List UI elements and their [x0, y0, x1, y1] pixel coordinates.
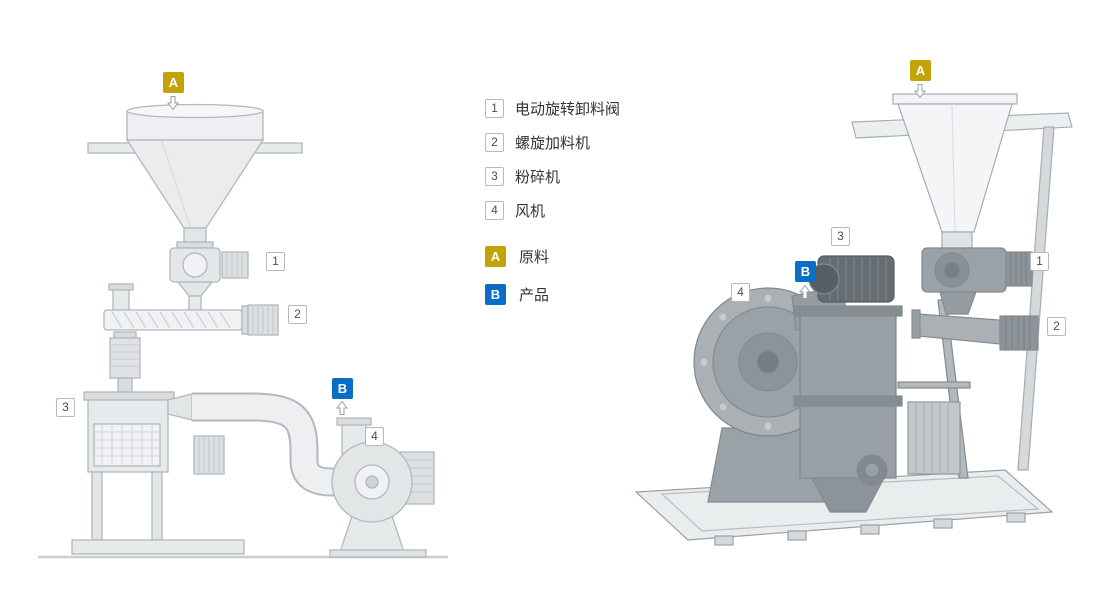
right-machine-drawing [634, 93, 1073, 546]
marker-1-left: 1 [266, 252, 285, 271]
mill-3d [791, 255, 971, 513]
legend-num-badge: 2 [485, 133, 504, 152]
flow-arrow-down-icon [166, 96, 180, 111]
product-badge: B [485, 284, 506, 305]
legend-item: 2 螺旋加料机 [485, 133, 620, 152]
rotary-valve [169, 247, 249, 311]
hopper [87, 103, 303, 249]
marker-3-right: 3 [831, 227, 850, 246]
left-machine-drawing [38, 103, 448, 559]
marker-3-left: 3 [56, 398, 75, 417]
marker-2-right: 2 [1047, 317, 1066, 336]
legend-flow-item: B 产品 [485, 284, 620, 305]
legend-flows: A 原料 B 产品 [485, 246, 620, 305]
marker-4-left: 4 [365, 427, 384, 446]
legend-flow-label: 原料 [519, 249, 550, 266]
marker-4-right: 4 [731, 283, 750, 302]
legend-item-label: 电动旋转卸料阀 [515, 101, 621, 118]
raw-material-badge: A [485, 246, 506, 267]
marker-b-left: B [332, 378, 353, 399]
rotary-valve-3d [921, 247, 1033, 293]
legend-item: 3 粉碎机 [485, 167, 620, 186]
marker-a-left: A [163, 72, 184, 93]
flow-arrow-down-icon [913, 84, 927, 99]
legend-item: 1 电动旋转卸料阀 [485, 99, 620, 118]
flow-arrow-up-icon [798, 284, 812, 299]
fan-blower [329, 417, 435, 558]
marker-a-right: A [910, 60, 931, 81]
product-pipe [192, 392, 342, 497]
screw-feeder-3d [911, 291, 1039, 351]
marker-1-right: 1 [1030, 252, 1049, 271]
marker-b-right: B [795, 261, 816, 282]
legend-num-badge: 3 [485, 167, 504, 186]
legend-flow-label: 产品 [519, 287, 550, 304]
legend-item-label: 螺旋加料机 [515, 135, 591, 152]
screw-feeder [103, 283, 279, 336]
flow-arrow-up-icon [335, 400, 349, 415]
legend: 1 电动旋转卸料阀 2 螺旋加料机 3 粉碎机 4 风机 A 原料 B 产品 [485, 99, 620, 322]
legend-item: 4 风机 [485, 201, 620, 220]
legend-item-label: 风机 [515, 203, 546, 220]
marker-2-left: 2 [288, 305, 307, 324]
legend-num-badge: 4 [485, 201, 504, 220]
legend-num-badge: 1 [485, 99, 504, 118]
pulverizer-mill [71, 331, 245, 555]
legend-flow-item: A 原料 [485, 246, 620, 267]
hopper-3d [851, 93, 1073, 471]
legend-item-label: 粉碎机 [515, 169, 561, 186]
